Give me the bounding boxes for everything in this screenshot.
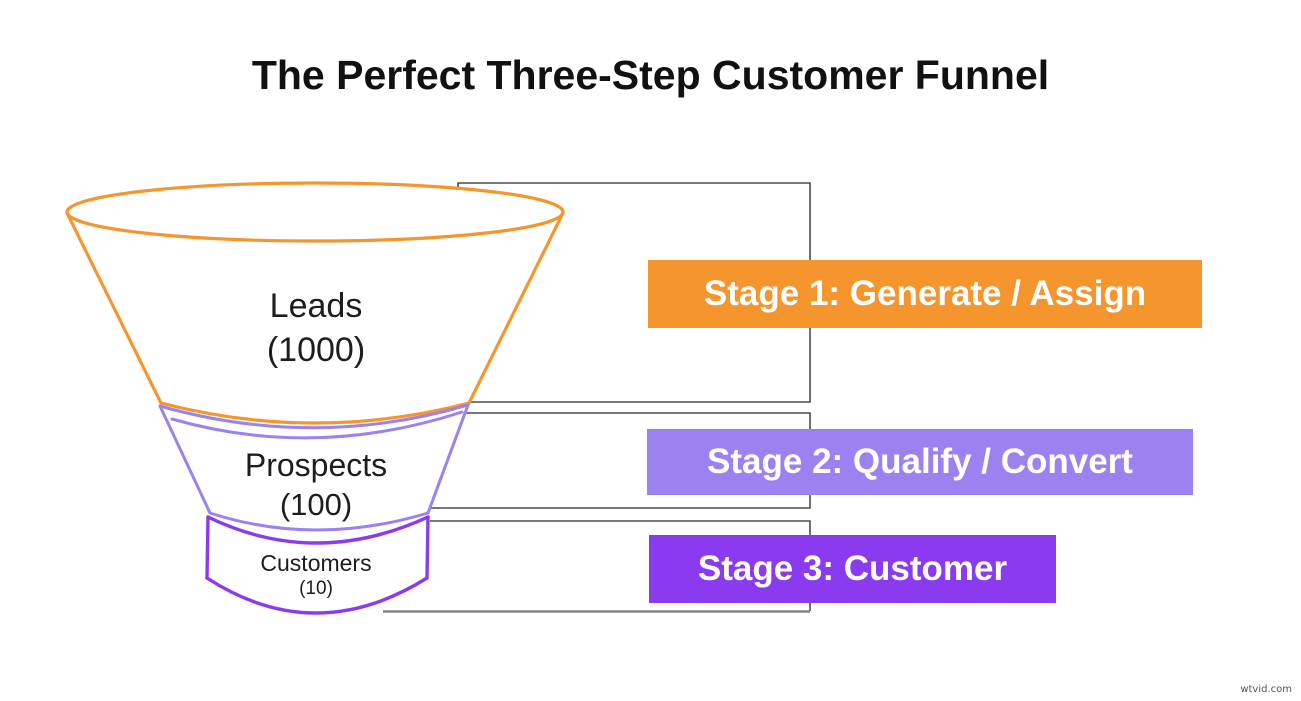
funnel-middle-left-side bbox=[158, 404, 212, 515]
prospects-count: (100) bbox=[279, 487, 353, 522]
funnel-bottom-right-side bbox=[425, 515, 430, 580]
leads-label: Leads bbox=[269, 287, 363, 325]
funnel-top-left-side bbox=[65, 211, 163, 405]
funnel-middle-right-side bbox=[426, 403, 470, 515]
page-title: The Perfect Three-Step Customer Funnel bbox=[251, 52, 1050, 98]
funnel-bottom-rim-arc bbox=[206, 515, 430, 545]
funnel-middle-bottom-arc bbox=[208, 511, 430, 532]
funnel-top-bottom-arc bbox=[159, 401, 471, 425]
stage-1-label: Stage 1: Generate / Assign bbox=[703, 274, 1147, 313]
funnel-middle-section-outline bbox=[158, 403, 470, 532]
funnel-bottom-fill bbox=[207, 517, 428, 613]
stage-2-label: Stage 2: Qualify / Convert bbox=[707, 442, 1133, 481]
stage-3-box: Stage 3: Customer bbox=[649, 535, 1056, 603]
customers-count: (10) bbox=[299, 578, 333, 599]
prospects-label: Prospects bbox=[244, 447, 388, 483]
funnel-top-fill bbox=[67, 213, 563, 423]
leads-count: (1000) bbox=[266, 331, 366, 369]
funnel-top-ellipse-fill bbox=[67, 183, 563, 241]
funnel-bottom-bottom-arc bbox=[205, 576, 429, 615]
customers-label: Customers bbox=[260, 550, 372, 576]
stage-2-box: Stage 2: Qualify / Convert bbox=[647, 429, 1193, 495]
funnel-middle-fill bbox=[161, 403, 469, 530]
watermark: wtvid.com bbox=[1240, 684, 1292, 695]
funnel-top-section-outline bbox=[65, 181, 565, 425]
funnel-fill-group bbox=[67, 183, 563, 613]
funnel-bottom-section-outline bbox=[205, 515, 430, 615]
funnel-middle-front-arc bbox=[170, 410, 464, 440]
funnel-middle-back-arc bbox=[158, 403, 470, 430]
funnel-top-right-side bbox=[467, 211, 565, 405]
funnel-bottom-left-side bbox=[205, 515, 210, 580]
stage-1-box: Stage 1: Generate / Assign bbox=[648, 260, 1202, 328]
stage-3-label: Stage 3: Customer bbox=[697, 549, 1008, 588]
